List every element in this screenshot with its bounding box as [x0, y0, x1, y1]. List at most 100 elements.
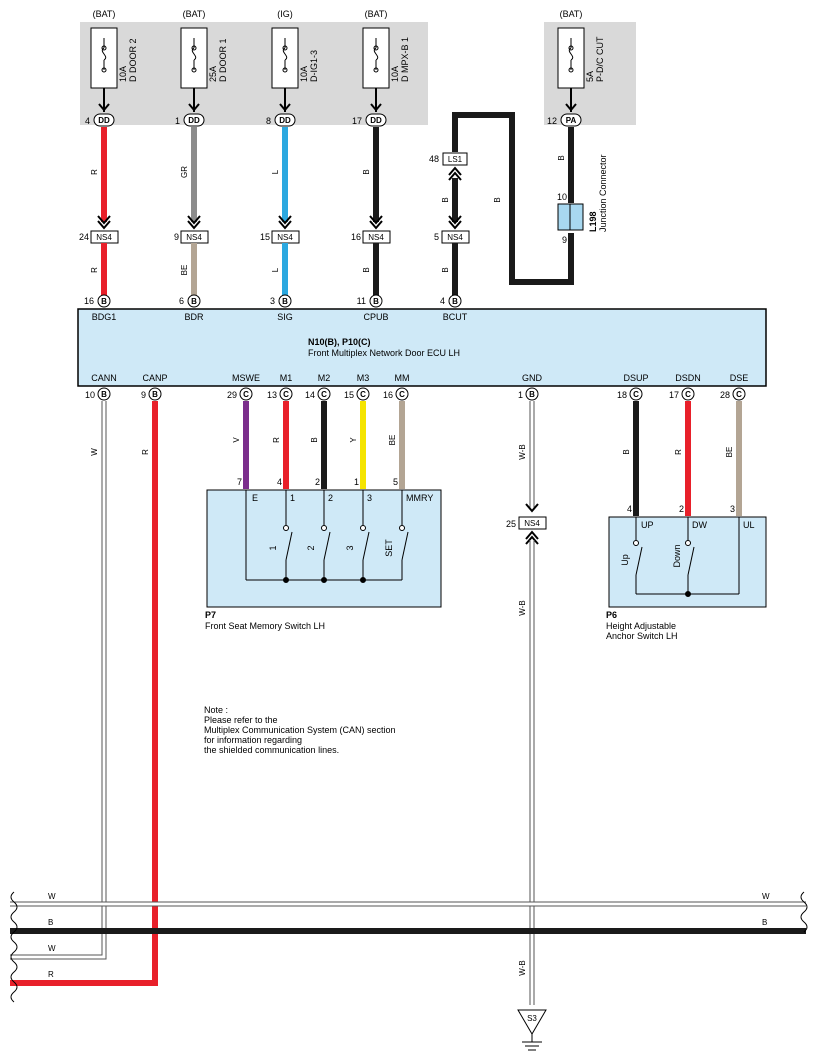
svg-text:BE: BE	[725, 447, 734, 458]
terminal-name: DSE	[730, 373, 749, 383]
terminal-pin: 16	[383, 390, 393, 400]
ls1-pin: 48	[429, 154, 439, 164]
ns4-pin: 24	[79, 232, 89, 242]
ecu-top-terminal-sig: 3 B SIG	[270, 294, 293, 322]
svg-text:3: 3	[367, 493, 372, 503]
terminal-conn: B	[101, 390, 107, 399]
fuse-rating: 5A	[585, 71, 595, 82]
fuse-pin: 17	[352, 116, 362, 126]
svg-text:B: B	[48, 918, 53, 927]
terminal-conn: C	[243, 390, 249, 399]
svg-text:B: B	[310, 437, 319, 442]
fuse-2: (BAT) 25A D DOOR 1 1 DD	[175, 9, 228, 127]
svg-text:7: 7	[237, 477, 242, 487]
svg-text:W: W	[48, 944, 56, 953]
p7-id: P7	[205, 610, 216, 620]
p6-switch-labels: Up Down	[620, 544, 682, 567]
svg-text:MMRY: MMRY	[406, 493, 433, 503]
terminal-pin: 17	[669, 390, 679, 400]
wire-code: B	[441, 267, 450, 272]
svg-text:Y: Y	[349, 437, 358, 443]
fuse-name: D MPX-B 1	[400, 37, 410, 82]
svg-text:4: 4	[627, 504, 632, 514]
junction-pin-out: 9	[562, 235, 567, 245]
svg-text:B: B	[373, 297, 379, 306]
svg-text:1: 1	[290, 493, 295, 503]
terminal-name: M1	[280, 373, 293, 383]
svg-text:BDR: BDR	[184, 312, 204, 322]
terminal-conn: C	[360, 390, 366, 399]
svg-text:1: 1	[354, 477, 359, 487]
fuse-5: (BAT) 5A P-D/C CUT 12 PA	[547, 9, 605, 127]
svg-text:V: V	[232, 437, 241, 443]
terminal-name: M2	[318, 373, 331, 383]
p6-id: P6	[606, 610, 617, 620]
junction-pin-in: 10	[557, 192, 567, 202]
ls1-label: LS1	[448, 155, 463, 164]
note: Note : Please refer to the Multiplex Com…	[204, 705, 396, 755]
ecu-top-terminal-bdr: 6 B BDR	[179, 294, 204, 322]
svg-text:W: W	[48, 892, 56, 901]
svg-text:11: 11	[357, 296, 366, 306]
p7-switches	[245, 506, 409, 583]
fuse-name: D DOOR 2	[128, 38, 138, 82]
upper-wire-1: R 24 NS4 R	[79, 127, 119, 296]
wire-code: GR	[180, 166, 189, 178]
p6-name-1: Height Adjustable	[606, 621, 676, 631]
p6-name-2: Anchor Switch LH	[606, 631, 678, 641]
svg-text:B: B	[452, 297, 458, 306]
terminal-name: M3	[357, 373, 370, 383]
svg-text:BDG1: BDG1	[92, 312, 117, 322]
fuse-rating: 10A	[299, 66, 309, 82]
terminal-conn: C	[321, 390, 327, 399]
terminal-pin: 1	[518, 390, 523, 400]
svg-text:DW: DW	[692, 520, 707, 530]
fuse-connector: DD	[279, 116, 291, 125]
fuse-connector: DD	[370, 116, 382, 125]
fuse-connector: PA	[566, 116, 577, 125]
ecu-top-terminal-bcut: 4 B BCUT	[440, 294, 468, 322]
terminal-pin: 9	[141, 390, 146, 400]
svg-text:W-B: W-B	[518, 600, 527, 615]
ns4-pin: 15	[260, 232, 270, 242]
svg-text:the shielded communication lin: the shielded communication lines.	[204, 745, 339, 755]
p7-terminals: 7 4 2 1 5 E 1 2 3 MMRY	[237, 477, 433, 506]
wire-code: R	[90, 169, 99, 175]
ecu-subtitle: Front Multiplex Network Door ECU LH	[308, 348, 460, 358]
wire-code: B	[362, 267, 371, 272]
svg-text:4: 4	[440, 296, 445, 306]
svg-text:2: 2	[306, 545, 316, 550]
svg-text:2: 2	[315, 477, 320, 487]
junction-wire: B 10 9 L198 Junction Connector	[557, 127, 608, 245]
terminal-conn: C	[685, 390, 691, 399]
ecu-top-terminal-bdg1: 16 B BDG1	[84, 294, 117, 322]
ns4-pin: 16	[351, 232, 361, 242]
svg-text:2: 2	[328, 493, 333, 503]
upper-wire-3: L 15 NS4 L	[260, 127, 300, 296]
ecu-top-terminal-cpub: 11 B CPUB	[357, 294, 389, 322]
upper-wire-2: GR 9 NS4 BE	[174, 127, 209, 296]
ns4-label: NS4	[186, 233, 202, 242]
terminal-conn: C	[283, 390, 289, 399]
fuse-name: D DOOR 1	[218, 38, 228, 82]
svg-text:3: 3	[345, 545, 355, 550]
fuse-source: (BAT)	[560, 9, 583, 19]
svg-text:B: B	[622, 449, 631, 454]
wire-code: L	[271, 267, 280, 272]
terminal-pin: 28	[720, 390, 730, 400]
svg-text:1: 1	[268, 545, 278, 550]
bus-lines: W W B B W R	[10, 891, 808, 1003]
fuse-rating: 10A	[390, 66, 400, 82]
terminal-conn: B	[152, 390, 158, 399]
svg-text:NS4: NS4	[524, 519, 540, 528]
svg-text:5: 5	[393, 477, 398, 487]
svg-text:Down: Down	[672, 544, 682, 567]
svg-text:R: R	[48, 970, 54, 979]
ecu-bottom-terminals: CANN 10 B CANP 9 B MSWE 29 C M1 13 C M2 …	[85, 373, 749, 401]
bcut-wire: B 48 LS1 B 5 NS4 B	[429, 112, 574, 296]
gnd-wire: W-B 25 NS4 W-B W-B S3	[506, 401, 547, 1051]
p6-wires: B R BE	[622, 401, 742, 516]
fuse-name: D-IG1-3	[309, 50, 319, 82]
terminal-name: DSDN	[675, 373, 701, 383]
